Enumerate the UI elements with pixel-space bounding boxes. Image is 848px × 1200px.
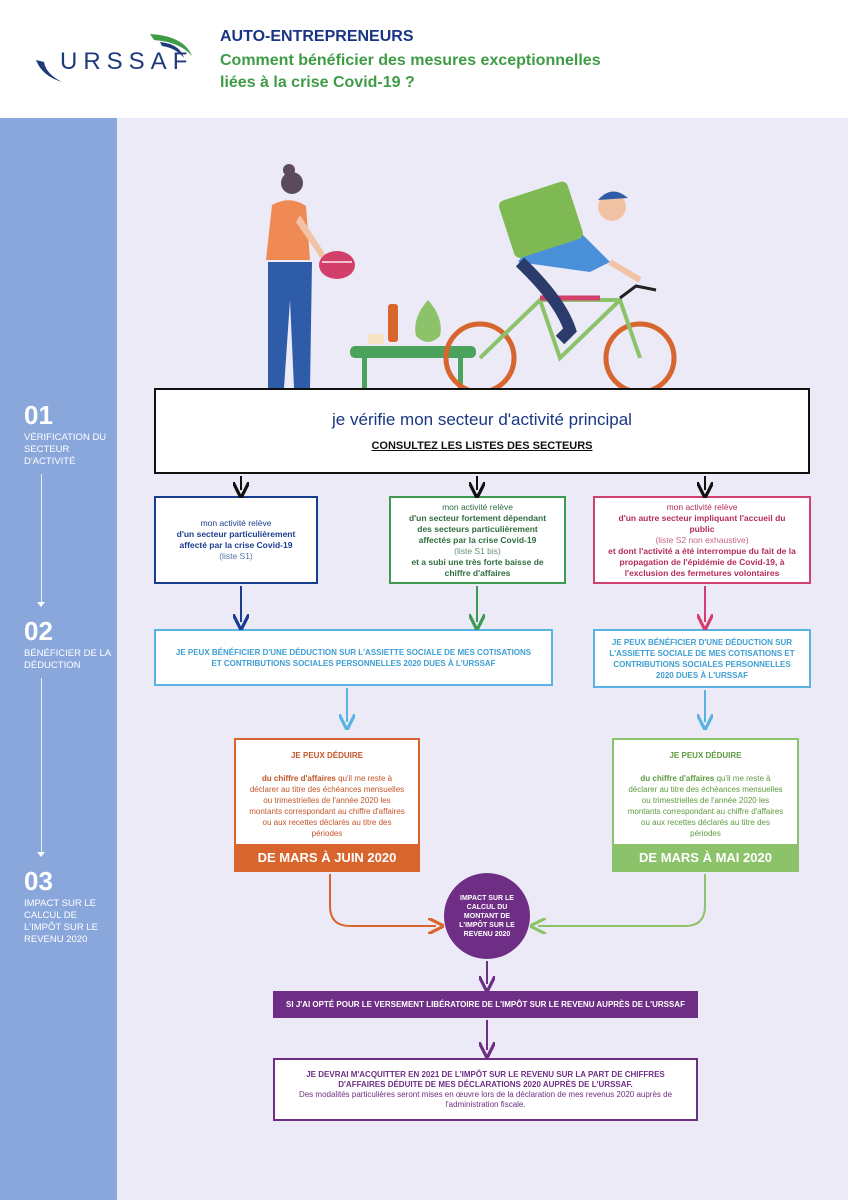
period-bold-text: du chiffre d'affaires bbox=[261, 774, 336, 783]
step-label-1: VÉRIFICATION DU SECTEUR D'ACTIVITÉ bbox=[24, 432, 107, 467]
page-subtitle: Comment bénéficier des mesures exception… bbox=[220, 52, 601, 91]
woman-illustration-icon bbox=[266, 164, 355, 388]
final-text: Des modalités particulières seront mises… bbox=[298, 1089, 673, 1109]
period-band: DE MARS À MAI 2020 bbox=[614, 844, 797, 870]
sidebar: 01 VÉRIFICATION DU SECTEUR D'ACTIVITÉ 02… bbox=[0, 118, 117, 1200]
period-title: JE PEUX DÉDUIRE bbox=[290, 751, 364, 760]
urssaf-logo[interactable]: URSSAF bbox=[34, 30, 204, 90]
step-number-2: 02 bbox=[24, 616, 53, 646]
step-number-1: 01 bbox=[24, 400, 53, 430]
period-description: qu'il me reste à déclarer au titre des é… bbox=[627, 774, 784, 838]
sector-check-box: je vérifie mon secteur d'activité princi… bbox=[154, 388, 810, 474]
step-arrow-icon bbox=[37, 852, 45, 857]
sector-lists-link[interactable]: CONSULTEZ LES LISTES DES SECTEURS bbox=[371, 440, 593, 452]
sector-bold-text: et dont l'activité a été interrompue du … bbox=[608, 545, 796, 578]
period-band: DE MARS À JUIN 2020 bbox=[236, 844, 418, 870]
page-title: AUTO-ENTREPRENEURS bbox=[220, 28, 414, 45]
sector-bold-text: d'un autre secteur impliquant l'accueil … bbox=[618, 512, 786, 534]
sector-bold-text: d'un secteur particulièrement affecté pa… bbox=[176, 529, 296, 550]
sector-bold-text: d'un secteur fortement dépendant des sec… bbox=[408, 512, 547, 545]
deduction-box-left: JE PEUX BÉNÉFICIER D'UNE DÉDUCTION SUR L… bbox=[154, 629, 553, 686]
period-body: JE PEUX DÉDUIRE du chiffre d'affaires qu… bbox=[614, 740, 797, 844]
final-box: JE DEVRAI M'ACQUITTER EN 2021 DE L'IMPÔT… bbox=[273, 1058, 698, 1121]
step-number-3: 03 bbox=[24, 866, 53, 896]
step-arrow-icon bbox=[37, 602, 45, 607]
step-label-2: BÉNÉFICIER DE LA DÉDUCTION bbox=[24, 648, 111, 671]
header: URSSAF AUTO-ENTREPRENEURS Comment bénéfi… bbox=[0, 0, 848, 118]
period-box-march-june: JE PEUX DÉDUIRE du chiffre d'affaires qu… bbox=[234, 738, 420, 872]
sector-bold-text: et a subi une très forte baisse de chiff… bbox=[411, 556, 544, 578]
period-body: JE PEUX DÉDUIRE du chiffre d'affaires qu… bbox=[236, 740, 418, 844]
impact-circle: IMPACT SUR LE CALCUL DU MONTANT DE L'IMP… bbox=[444, 873, 530, 959]
period-box-march-may: JE PEUX DÉDUIRE du chiffre d'affaires qu… bbox=[612, 738, 799, 872]
sector-text: mon activité relève bbox=[666, 501, 738, 512]
sector-list-note: (liste S2 non exhaustive) bbox=[655, 534, 749, 545]
sector-check-title: je vérifie mon secteur d'activité princi… bbox=[332, 410, 632, 429]
sector-text: mon activité relève bbox=[200, 518, 272, 528]
period-text: du chiffre d'affaires qu'il me reste à d… bbox=[626, 773, 785, 839]
logo-text: URSSAF bbox=[60, 48, 194, 75]
period-description: qu'il me reste à déclarer au titre des é… bbox=[249, 774, 405, 838]
period-text: du chiffre d'affaires qu'il me reste à d… bbox=[248, 773, 406, 839]
logo-swoosh-icon bbox=[36, 34, 192, 82]
sector-list-note: (liste S1 bis) bbox=[454, 545, 501, 556]
illustration bbox=[266, 164, 677, 395]
deduction-box-right: JE PEUX BÉNÉFICIER D'UNE DÉDUCTION SUR L… bbox=[593, 629, 811, 688]
sector-box-s2: mon activité relève d'un autre secteur i… bbox=[593, 496, 811, 584]
period-bold-text: du chiffre d'affaires bbox=[640, 774, 715, 783]
step-connector bbox=[41, 678, 42, 852]
step-connector bbox=[41, 474, 42, 602]
sector-box-s1: mon activité relève d'un secteur particu… bbox=[154, 496, 318, 584]
sector-text: mon activité relève bbox=[442, 501, 513, 512]
cyclist-illustration-icon bbox=[443, 181, 677, 395]
step-label-3: IMPACT SUR LE CALCUL DE L'IMPÔT SUR LE R… bbox=[24, 898, 98, 945]
liberatory-payment-band: SI J'AI OPTÉ POUR LE VERSEMENT LIBÉRATOI… bbox=[273, 991, 698, 1018]
sector-list-note: (liste S1) bbox=[219, 551, 253, 561]
period-title: JE PEUX DÉDUIRE bbox=[669, 751, 742, 760]
final-bold-text: JE DEVRAI M'ACQUITTER EN 2021 DE L'IMPÔT… bbox=[306, 1069, 665, 1089]
sector-box-s1bis: mon activité relève d'un secteur forteme… bbox=[389, 496, 566, 584]
table-illustration-icon bbox=[350, 300, 476, 390]
